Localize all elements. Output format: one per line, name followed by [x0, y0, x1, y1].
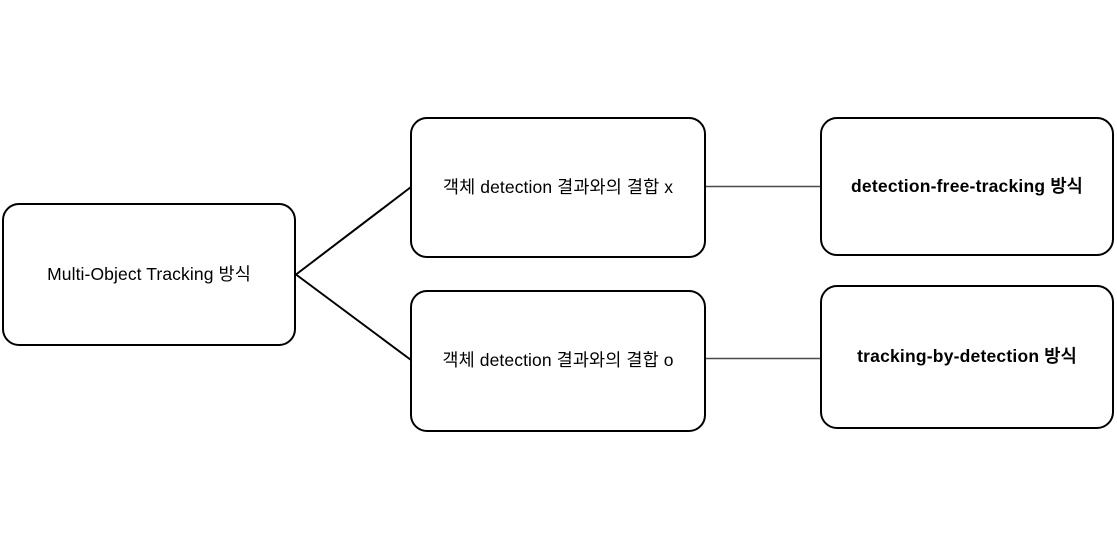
node-detection-free-tracking[interactable]: detection-free-tracking 방식 — [820, 117, 1114, 256]
node-label-detection-free-tracking: detection-free-tracking 방식 — [851, 175, 1083, 196]
node-detection-combination-x[interactable]: 객체 detection 결과와의 결합 x — [410, 117, 706, 258]
node-label-detection-o: 객체 detection 결과와의 결합 o — [442, 350, 674, 371]
node-label-detection-x: 객체 detection 결과와의 결합 x — [442, 176, 674, 197]
edge-root-to-detection-o — [295, 273, 412, 361]
edge-root-to-detection-x — [295, 186, 412, 276]
node-label-root: Multi-Object Tracking 방식 — [47, 263, 251, 284]
node-multi-object-tracking[interactable]: Multi-Object Tracking 방식 — [2, 203, 296, 346]
node-detection-combination-o[interactable]: 객체 detection 결과와의 결합 o — [410, 290, 706, 432]
node-label-tracking-by-detection: tracking-by-detection 방식 — [857, 346, 1077, 367]
node-tracking-by-detection[interactable]: tracking-by-detection 방식 — [820, 285, 1114, 429]
